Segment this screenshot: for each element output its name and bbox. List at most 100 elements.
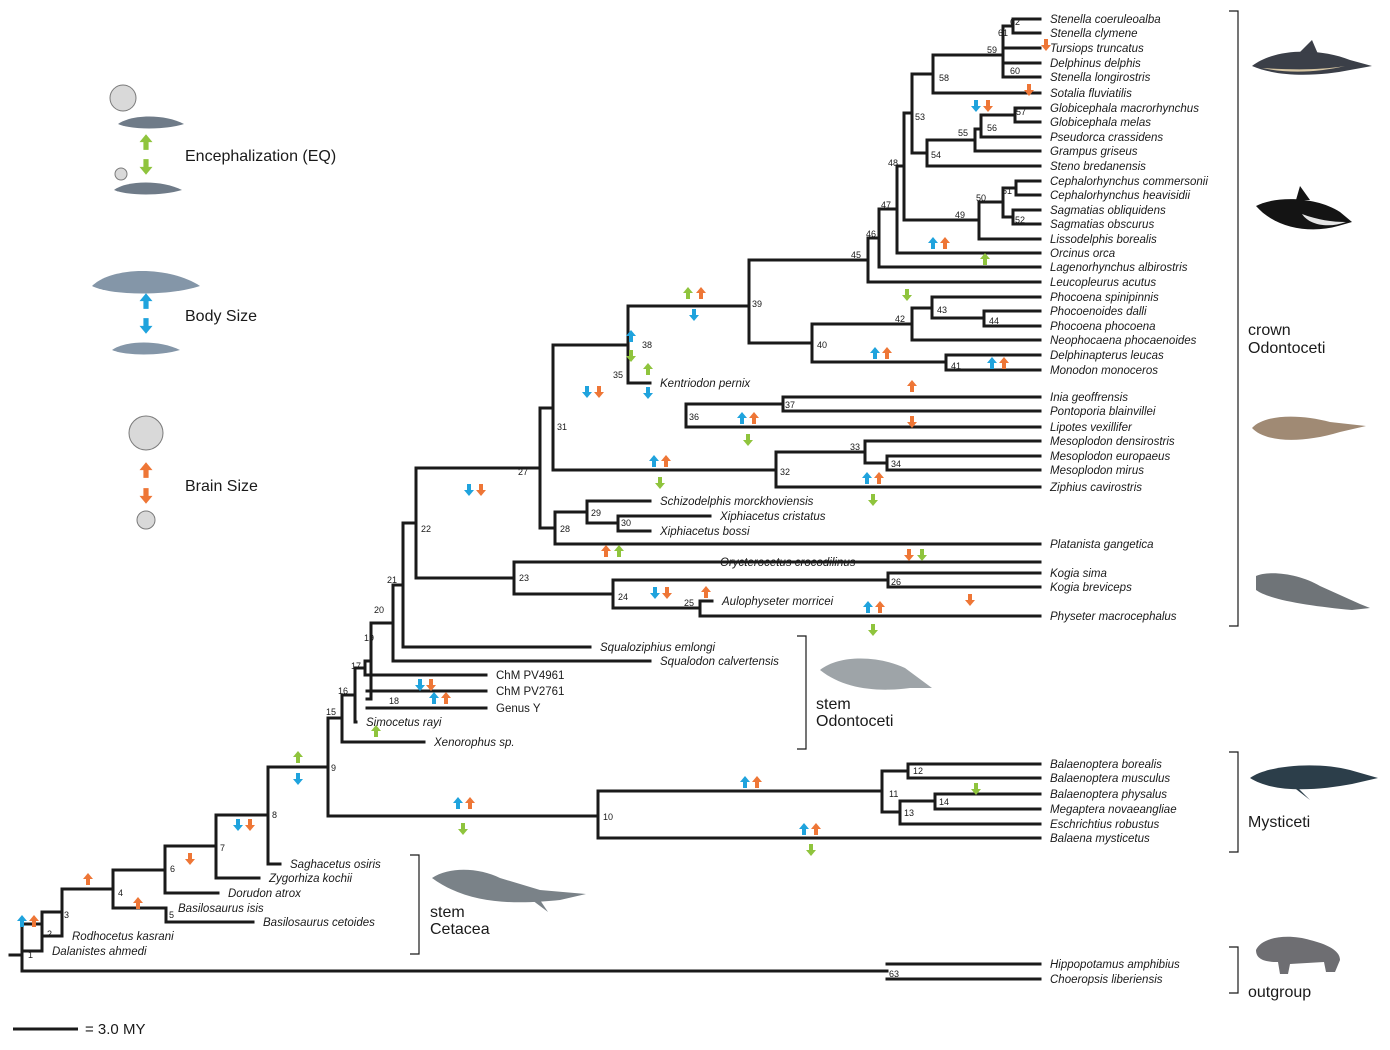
taxon-label: Mesoplodon mirus xyxy=(1050,465,1144,477)
taxon-label: Cephalorhynchus heavisidii xyxy=(1050,190,1190,202)
arrow-up-icon xyxy=(752,776,762,788)
taxon-label: Zygorhiza kochii xyxy=(268,873,353,885)
taxon-label: Phocoena phocoena xyxy=(1050,321,1156,333)
node-number-label: 16 xyxy=(338,686,348,696)
node-number-label: 33 xyxy=(850,442,860,452)
arrow-up-icon xyxy=(987,357,997,369)
arrow-down-icon xyxy=(904,549,914,561)
node-number-label: 45 xyxy=(851,250,861,260)
taxon-label: Ziphius cavirostris xyxy=(1049,482,1142,494)
arrow-up-icon xyxy=(696,287,706,299)
node-number-label: 52 xyxy=(1015,215,1025,225)
node-number-label: 56 xyxy=(987,123,997,133)
taxon-label: Monodon monoceros xyxy=(1050,365,1158,377)
taxon-label: Sagmatias obliquidens xyxy=(1050,205,1166,217)
squalodon-illustration xyxy=(820,658,932,690)
sperm-whale-illustration xyxy=(1256,573,1370,610)
arrow-up-icon xyxy=(139,462,153,478)
arrow-down-icon xyxy=(965,594,975,606)
node-number-label: 14 xyxy=(939,797,949,807)
arrow-down-icon xyxy=(650,587,660,599)
bracket-mysticeti xyxy=(1229,751,1239,853)
node-number-label: 39 xyxy=(752,299,762,309)
node-number-label: 60 xyxy=(1010,66,1020,76)
node-number-label: 55 xyxy=(958,128,968,138)
hippopotamus-illustration xyxy=(1256,936,1340,974)
taxon-label: Kentriodon pernix xyxy=(660,378,751,390)
node-number-label: 18 xyxy=(389,696,399,706)
taxon-label: Stenella clymene xyxy=(1050,28,1138,40)
node-number-label: 3 xyxy=(64,910,69,920)
arrow-up-icon xyxy=(441,692,451,704)
node-number-label: 58 xyxy=(939,73,949,83)
arrow-down-icon xyxy=(868,624,878,636)
taxon-label: Tursiops truncatus xyxy=(1050,43,1144,55)
taxon-label: Xiphiacetus cristatus xyxy=(719,511,826,523)
arrow-up-icon xyxy=(999,357,1009,369)
arrow-down-icon xyxy=(626,350,636,362)
taxon-label: Xenorophus sp. xyxy=(433,737,515,749)
taxon-label: Genus Y xyxy=(496,703,541,715)
node-number-label: 63 xyxy=(889,969,899,979)
taxon-label: ChM PV2761 xyxy=(496,686,564,698)
taxon-label: Pseudorca crassidens xyxy=(1050,132,1163,144)
arrow-up-icon xyxy=(661,455,671,467)
arrow-down-icon xyxy=(689,309,699,321)
taxon-label: Balaenoptera physalus xyxy=(1050,789,1167,801)
taxon-label: Delphinus delphis xyxy=(1050,58,1141,70)
node-number-label: 19 xyxy=(364,633,374,643)
arrow-down-icon xyxy=(233,819,243,831)
legend-arrows xyxy=(139,134,153,504)
node-number-label: 5 xyxy=(169,910,174,920)
taxon-label: Megaptera novaeangliae xyxy=(1050,804,1177,816)
arrow-down-icon xyxy=(806,844,816,856)
node-number-label: 23 xyxy=(519,573,529,583)
arrow-up-icon xyxy=(701,586,711,598)
bracket-crown-odontoceti xyxy=(1229,10,1239,627)
taxon-label: Dorudon atrox xyxy=(228,888,302,900)
arrow-up-icon xyxy=(139,293,153,309)
legend-brain-size-label: Brain Size xyxy=(185,478,258,495)
taxon-label: Platanista gangetica xyxy=(1050,539,1154,551)
white-sided-dolphin-illustration xyxy=(1256,186,1352,230)
arrow-down-icon xyxy=(971,100,981,112)
taxon-label: Grampus griseus xyxy=(1050,146,1138,158)
arrow-up-icon xyxy=(862,472,872,484)
node-number-label: 38 xyxy=(642,340,652,350)
humpback-whale-illustration xyxy=(1250,765,1378,800)
taxon-label: Orcinus orca xyxy=(1050,248,1115,260)
taxon-label: Phocoena spinipinnis xyxy=(1050,292,1159,304)
scale-bar-label: = 3.0 MY xyxy=(85,1021,145,1038)
arrow-down-icon xyxy=(917,549,927,561)
legend-body-size-label: Body Size xyxy=(185,308,257,325)
arrow-up-icon xyxy=(429,692,439,704)
node-number-label: 47 xyxy=(881,200,891,210)
arrow-down-icon xyxy=(426,679,436,691)
taxon-label: Lagenorhynchus albirostris xyxy=(1050,262,1188,274)
node-number-label: 62 xyxy=(1010,17,1020,27)
arrow-up-icon xyxy=(465,797,475,809)
arrow-up-icon xyxy=(601,545,611,557)
taxon-label: Kogia sima xyxy=(1050,568,1107,580)
taxon-label: Balaena mysticetus xyxy=(1050,833,1150,845)
arrow-up-icon xyxy=(737,412,747,424)
arrow-down-icon xyxy=(868,494,878,506)
river-dolphin-illustration xyxy=(1252,416,1366,440)
dolphin-icon xyxy=(118,116,184,129)
arrow-down-icon xyxy=(983,100,993,112)
small-dolphin-icon xyxy=(112,342,180,355)
arrow-up-icon xyxy=(740,776,750,788)
node-number-label: 42 xyxy=(895,314,905,324)
node-number-label: 53 xyxy=(915,112,925,122)
arrow-up-icon xyxy=(293,751,303,763)
arrow-up-icon xyxy=(17,915,27,927)
taxon-label: Orycterocetus crocodilinus xyxy=(720,557,856,569)
node-number-label: 13 xyxy=(904,808,914,818)
node-number-label: 15 xyxy=(326,707,336,717)
large-brain-icon xyxy=(128,415,164,451)
arrow-up-icon xyxy=(453,797,463,809)
node-number-label: 48 xyxy=(888,158,898,168)
taxon-label: Basilosaurus cetoides xyxy=(263,917,375,929)
arrow-up-icon xyxy=(649,455,659,467)
